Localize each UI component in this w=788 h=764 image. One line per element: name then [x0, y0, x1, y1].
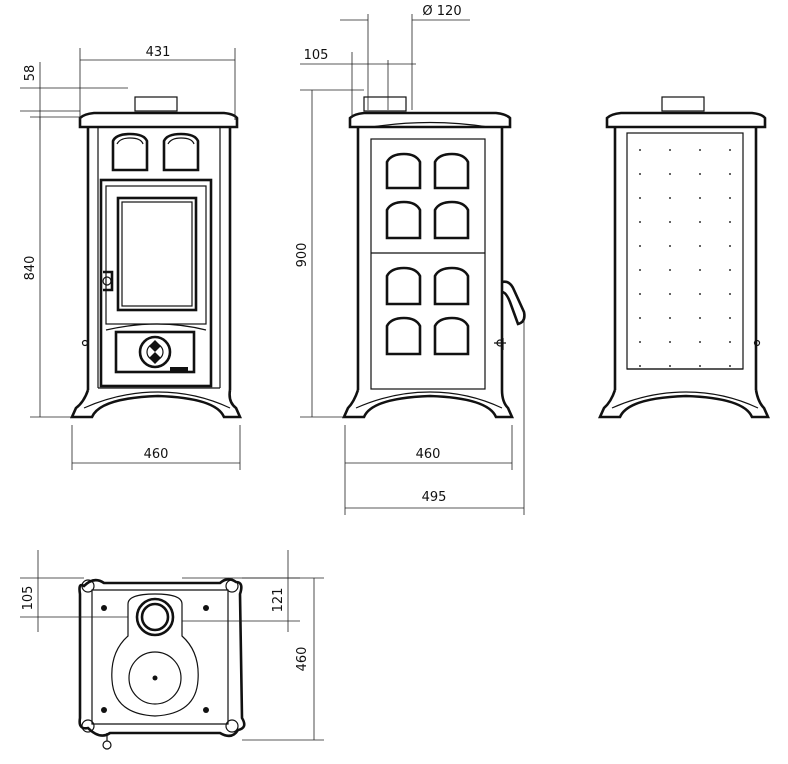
side-body-sides — [356, 127, 504, 390]
front-air-vent — [138, 335, 172, 369]
plan-cooktop — [111, 593, 199, 717]
panel-dot — [729, 269, 731, 271]
front-tile-left — [111, 132, 149, 172]
panel-dot — [669, 269, 671, 271]
side-door-handle — [501, 280, 526, 326]
panel-dot — [639, 197, 641, 199]
panel-dot — [729, 293, 731, 295]
panel-dot — [669, 341, 671, 343]
side-top-plate — [348, 111, 512, 129]
panel-dot — [729, 149, 731, 151]
panel-dot — [699, 173, 701, 175]
panel-dot — [639, 149, 641, 151]
back-panel-dots — [639, 149, 731, 367]
dimension-lines: 431 58 840 460 Ø 120 105 900 460 495 105… — [20, 4, 525, 741]
dim-front-base-width: 460 — [144, 447, 169, 462]
front-door — [99, 178, 213, 388]
front-body-sides — [86, 127, 232, 390]
panel-dot — [639, 173, 641, 175]
panel-dot — [699, 341, 701, 343]
front-base — [69, 389, 243, 419]
panel-dot — [669, 245, 671, 247]
panel-dot — [699, 245, 701, 247]
dim-plan-depth: 460 — [295, 647, 310, 672]
panel-dot — [639, 317, 641, 319]
back-body-sides — [613, 127, 758, 390]
front-flue-collar — [134, 96, 178, 112]
dim-front-top-width: 431 — [146, 45, 171, 60]
panel-dot — [699, 365, 701, 367]
panel-dot — [729, 245, 731, 247]
back-panel — [626, 132, 744, 370]
plan-view — [78, 577, 246, 750]
panel-dot — [729, 221, 731, 223]
side-view — [341, 96, 526, 419]
front-top-plate — [78, 111, 239, 129]
front-view — [69, 96, 243, 419]
plan-hotplate — [128, 651, 182, 705]
panel-dot — [699, 269, 701, 271]
panel-dot — [639, 245, 641, 247]
panel-dot — [639, 341, 641, 343]
panel-dot — [729, 341, 731, 343]
panel-dot — [729, 365, 731, 367]
plan-flue-outlet — [135, 597, 175, 637]
panel-dot — [669, 173, 671, 175]
plan-outline — [78, 577, 246, 738]
back-view — [597, 96, 771, 419]
panel-dot — [699, 317, 701, 319]
panel-dot — [699, 149, 701, 151]
panel-dot — [669, 317, 671, 319]
panel-dot — [669, 149, 671, 151]
back-flue-collar — [661, 96, 705, 112]
side-tiles — [385, 152, 470, 356]
back-base — [597, 389, 771, 419]
panel-dot — [669, 365, 671, 367]
panel-dot — [729, 197, 731, 199]
panel-dot — [669, 221, 671, 223]
panel-dot — [699, 221, 701, 223]
front-tile-right — [162, 132, 200, 172]
dim-front-height: 840 — [23, 256, 38, 281]
panel-dot — [699, 293, 701, 295]
dim-side-height: 900 — [295, 243, 310, 268]
front-door-handle — [103, 270, 114, 292]
panel-dot — [639, 269, 641, 271]
panel-dot — [699, 197, 701, 199]
dim-flue-diameter: Ø 120 — [422, 4, 461, 19]
panel-dot — [639, 221, 641, 223]
panel-dot — [639, 365, 641, 367]
side-flue-collar — [363, 96, 407, 112]
dim-plan-flue-offset: 105 — [21, 586, 36, 611]
panel-dot — [669, 293, 671, 295]
dim-flue-offset: 105 — [304, 48, 329, 63]
front-ash-door — [114, 330, 196, 374]
back-top-plate — [605, 111, 767, 129]
dim-plan-flue-center: 121 — [271, 588, 286, 613]
dim-side-total-depth: 495 — [422, 490, 447, 505]
side-base — [341, 389, 515, 419]
dim-front-top-height: 58 — [23, 65, 38, 82]
panel-dot — [669, 197, 671, 199]
panel-dot — [639, 293, 641, 295]
front-window — [116, 196, 198, 312]
panel-dot — [729, 317, 731, 319]
dim-side-base-width: 460 — [416, 447, 441, 462]
panel-dot — [729, 173, 731, 175]
